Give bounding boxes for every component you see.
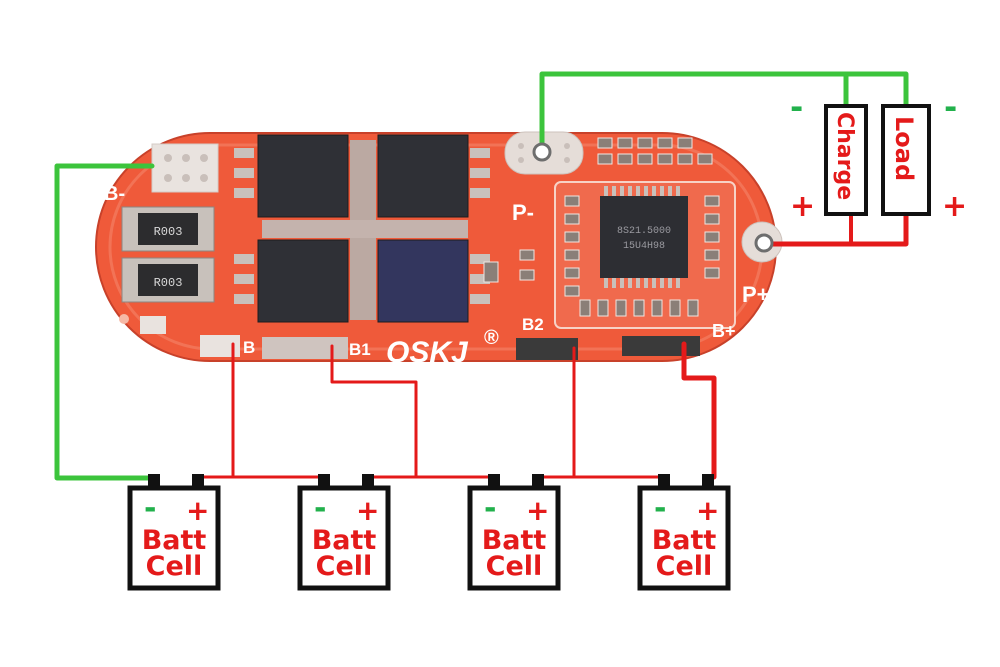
cell-plus-sign: +: [526, 494, 549, 527]
cell-body: [467, 485, 561, 591]
b-minus-label: B-: [104, 183, 125, 205]
b1-pad: [262, 337, 348, 359]
brand-label: QSKJ: [386, 336, 469, 369]
cell-body: [127, 485, 221, 591]
cell-label-line2: Cell: [146, 551, 203, 582]
smd-components: [483, 137, 720, 317]
wire-p-plus-to-terminals: [761, 209, 909, 247]
b-minus-pad: [151, 143, 219, 193]
cell-plus-sign: +: [696, 494, 719, 527]
b-plus-pad: [622, 336, 700, 356]
terminal-plus-right: +: [942, 189, 967, 224]
cell-body: [637, 485, 731, 591]
cell-minus-sign: -: [654, 491, 666, 526]
test-point: [119, 314, 129, 324]
shunt-resistor-1: R003: [121, 206, 215, 252]
wire-b-plus-to-cell4: [681, 341, 717, 480]
cell-plus-sign: +: [356, 494, 379, 527]
load-terminal: Load: [881, 104, 931, 216]
b-label: B: [243, 338, 255, 357]
cell-label-line1: Batt: [482, 525, 547, 556]
shunt-resistor-2: R003: [121, 257, 215, 303]
p-minus-hole: [532, 142, 552, 162]
cell-label-line1: Batt: [142, 525, 207, 556]
cell-minus-sign: -: [314, 491, 326, 526]
cell-label-line1: Batt: [312, 525, 377, 556]
cell-label-line2: Cell: [656, 551, 713, 582]
wire-p-minus-to-terminals: [539, 71, 909, 153]
cell-minus-sign: -: [484, 491, 496, 526]
charge-label: Charge: [832, 112, 857, 200]
p-minus-label: P-: [512, 200, 534, 225]
terminal-plus-left: +: [790, 189, 815, 224]
b-plus-label: B+: [712, 321, 736, 341]
wiring: [54, 71, 909, 481]
registered-mark: ®: [484, 327, 499, 349]
p-plus-hole: [754, 233, 774, 253]
terminal-minus-left: -: [790, 88, 803, 126]
cell-body: [297, 485, 391, 591]
p-plus-label: P+: [742, 282, 770, 307]
b1-label: B1: [349, 340, 371, 359]
p-minus-pad-holes: [518, 143, 570, 163]
mosfet-packages: [234, 134, 490, 323]
ic-marking-1: 8S21.5000: [617, 226, 671, 237]
terminal-minus-right: -: [944, 88, 957, 126]
resistor-marking-1: R003: [154, 225, 183, 239]
b2-label: B2: [522, 315, 544, 334]
cell-label-line2: Cell: [316, 551, 373, 582]
ic-marking-2: 15U4H98: [623, 241, 665, 252]
cell-label-line2: Cell: [486, 551, 543, 582]
b-pad: [200, 335, 240, 357]
protection-ic: 8S21.5000 15U4H98: [600, 186, 688, 288]
b-minus-pad-holes: [164, 154, 208, 182]
resistor-marking-2: R003: [154, 276, 183, 290]
load-label: Load: [890, 116, 918, 181]
cell-label-line1: Batt: [652, 525, 717, 556]
cell-minus-sign: -: [144, 491, 156, 526]
b2-pad: [516, 338, 578, 360]
charge-terminal: Charge: [824, 104, 868, 216]
wire-b1-balance: [330, 344, 418, 479]
bms-pcb-board: B- R003 R003: [95, 131, 783, 369]
cell-plus-sign: +: [186, 494, 209, 527]
wire-b-minus-to-cell1: [54, 163, 155, 481]
small-pad-a: [140, 316, 166, 334]
